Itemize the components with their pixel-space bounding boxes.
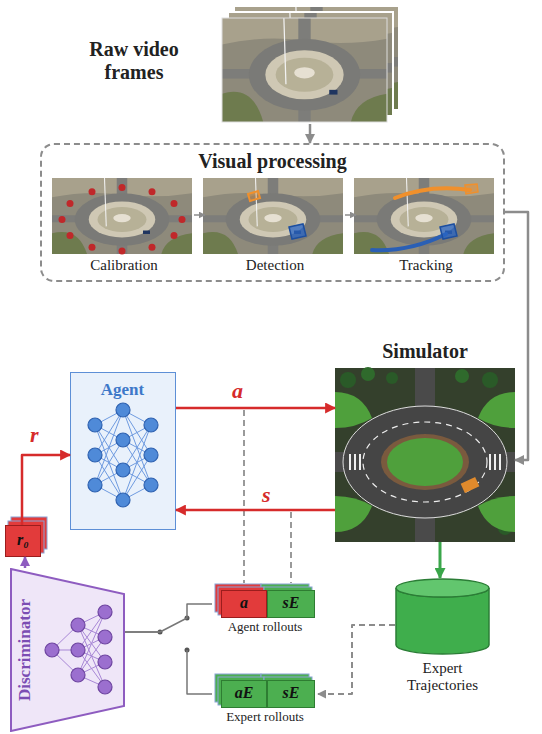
node-label: a <box>222 594 266 612</box>
sim-island-edge <box>381 434 469 490</box>
connector-arrow <box>176 407 335 410</box>
cylinder-top <box>396 579 489 597</box>
calibration-point <box>119 248 126 255</box>
switch-contact <box>185 648 190 653</box>
sim-crossing <box>350 454 500 470</box>
agent-box: Agent <box>70 372 176 530</box>
node-label: Discriminator <box>15 583 41 717</box>
connector-arrow <box>125 632 212 694</box>
detection-box <box>248 191 260 201</box>
sim-grass <box>478 392 515 428</box>
node-label: Raw video frames <box>64 38 204 84</box>
calibration-point <box>67 200 74 207</box>
switch-pivot <box>158 630 163 635</box>
node-label: Expert rollouts <box>212 709 318 725</box>
database-cylinder: Expert Trajectories <box>395 578 490 655</box>
detection-box <box>440 224 457 239</box>
switch-contact <box>185 616 190 621</box>
calibration-point <box>149 244 156 251</box>
frame-stack: Raw video frames <box>60 0 410 124</box>
state-cell: sE <box>267 680 315 708</box>
connector-arrow <box>505 212 528 460</box>
action-cell: aE <box>221 680 267 708</box>
node-label: Tracking <box>356 257 496 274</box>
node-label: aE <box>222 684 266 702</box>
cylinder-body <box>396 588 489 654</box>
reward-box: r₀ <box>5 525 41 557</box>
node-label: Calibration <box>54 257 194 274</box>
connector-arrow <box>125 604 212 632</box>
state-cell: sE <box>267 590 315 618</box>
connector-arrow <box>309 124 312 143</box>
sim-grass <box>335 392 372 428</box>
track-trail <box>372 234 446 250</box>
connector-arrow <box>318 625 395 694</box>
detection-box <box>289 224 306 239</box>
connector-arrow <box>345 214 356 216</box>
edge-label: a <box>232 380 243 402</box>
sim-tree <box>361 367 375 381</box>
process-group: Visual processingCalibration Detection Tra… <box>40 143 505 282</box>
detection-image <box>203 178 343 254</box>
tap-line <box>290 512 292 583</box>
node-label: r₀ <box>6 531 40 549</box>
trapezoid-outline <box>11 569 124 731</box>
calibration-point <box>171 200 178 207</box>
rollout-stack: Agent rollouts asE <box>212 578 318 636</box>
video-frame <box>222 18 387 122</box>
connector-arrow <box>439 542 442 578</box>
frame-border <box>222 18 387 122</box>
image-panel: Tracking <box>356 178 496 278</box>
calibration-image <box>52 178 192 254</box>
node-label: Visual processing <box>42 150 503 173</box>
connector-arrow <box>24 557 27 568</box>
action-cell: a <box>221 590 267 618</box>
connector-arrow <box>176 509 335 512</box>
calibration-point <box>179 216 186 223</box>
sim-tree <box>386 372 398 384</box>
node-label: Agent <box>71 380 174 400</box>
simulator-panel: Simulator <box>335 338 515 542</box>
node-label: sE <box>268 684 314 702</box>
sim-ring <box>343 406 507 518</box>
track-trail <box>395 188 470 198</box>
image-panel: Calibration <box>54 178 194 278</box>
calibration-point <box>89 244 96 251</box>
sim-island <box>387 438 463 486</box>
sim-grass <box>335 496 372 532</box>
sim-car <box>461 477 480 493</box>
tap-line <box>243 410 245 583</box>
node-label: sE <box>268 594 314 612</box>
cylinder-shape <box>395 578 490 655</box>
rollout-stack: Expert rollouts aEsE <box>212 668 318 726</box>
discriminator-trapezoid: Discriminator <box>10 568 125 732</box>
sim-lane-mark <box>363 422 487 502</box>
sim-ground <box>335 368 515 542</box>
node-label: Agent rollouts <box>212 619 318 635</box>
tracking-image <box>354 178 494 254</box>
node-label: Expert Trajectories <box>395 660 490 694</box>
node-label: Simulator <box>335 340 515 363</box>
sim-tree <box>340 372 356 388</box>
sim-tree <box>455 369 469 383</box>
image-panel: Detection <box>205 178 345 278</box>
detection-box <box>465 184 478 194</box>
calibration-point <box>149 188 156 195</box>
calibration-point <box>89 188 96 195</box>
calibration-point <box>119 184 126 191</box>
edge-label: r <box>30 424 39 446</box>
sim-grass <box>478 496 515 532</box>
calibration-point <box>171 232 178 239</box>
connector-arrow <box>22 455 70 525</box>
calibration-point <box>59 216 66 223</box>
edge-label: s <box>262 484 271 506</box>
connector-arrow <box>194 214 205 216</box>
calibration-point <box>67 232 74 239</box>
sim-tree <box>482 372 498 388</box>
node-label: Detection <box>205 257 345 274</box>
